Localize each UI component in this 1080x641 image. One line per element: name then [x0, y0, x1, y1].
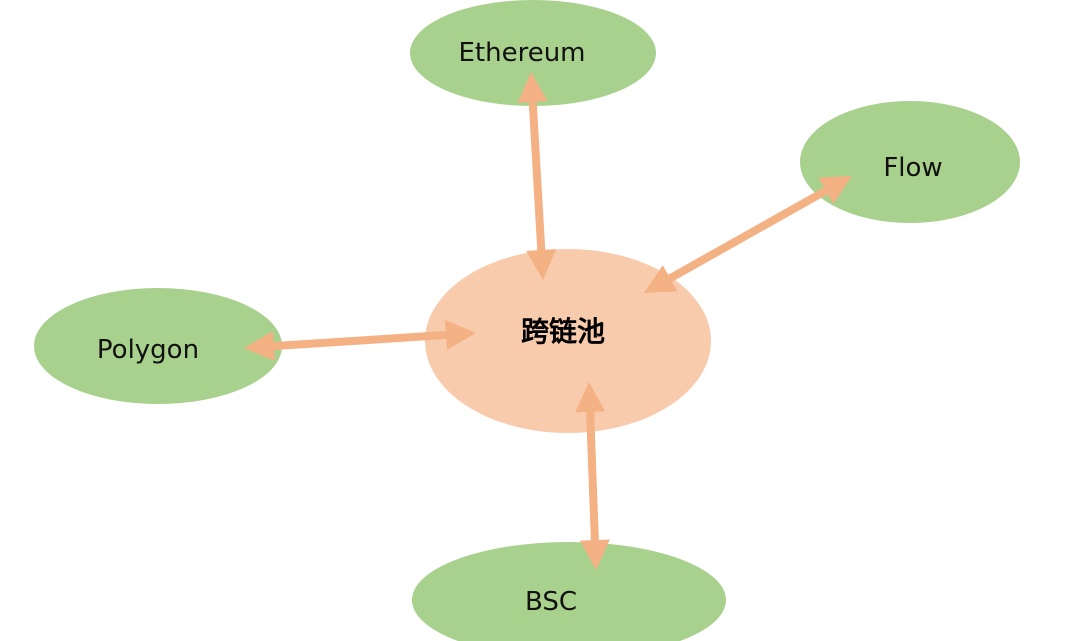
node-bsc [412, 542, 726, 641]
arrow-polygon-head-center [445, 319, 476, 350]
label-ethereum: Ethereum [458, 38, 585, 68]
arrow-bsc-shaft [585, 406, 600, 546]
arrows [244, 72, 852, 570]
arrow-flow-shaft [663, 184, 833, 285]
arrow-ethereum-shaft [528, 96, 546, 256]
label-flow: Flow [883, 153, 942, 183]
node-center [425, 249, 711, 433]
arrow-flow-head-flow [818, 176, 852, 204]
arrow-bsc-head-center [575, 382, 606, 413]
arrow-polygon-head-polygon [244, 331, 275, 362]
arrow-ethereum-head-center [526, 249, 557, 280]
label-polygon: Polygon [97, 335, 199, 365]
label-center: 跨链池 [521, 315, 605, 348]
label-bsc: BSC [525, 587, 577, 617]
arrow-ethereum-head-ethereum [517, 72, 548, 103]
arrow-bsc-head-bsc [579, 539, 610, 570]
node-ethereum [410, 0, 656, 106]
arrow-polygon-shaft [268, 330, 452, 351]
node-flow [800, 101, 1020, 223]
node-polygon [34, 288, 282, 404]
arrow-flow-head-center [644, 265, 678, 293]
